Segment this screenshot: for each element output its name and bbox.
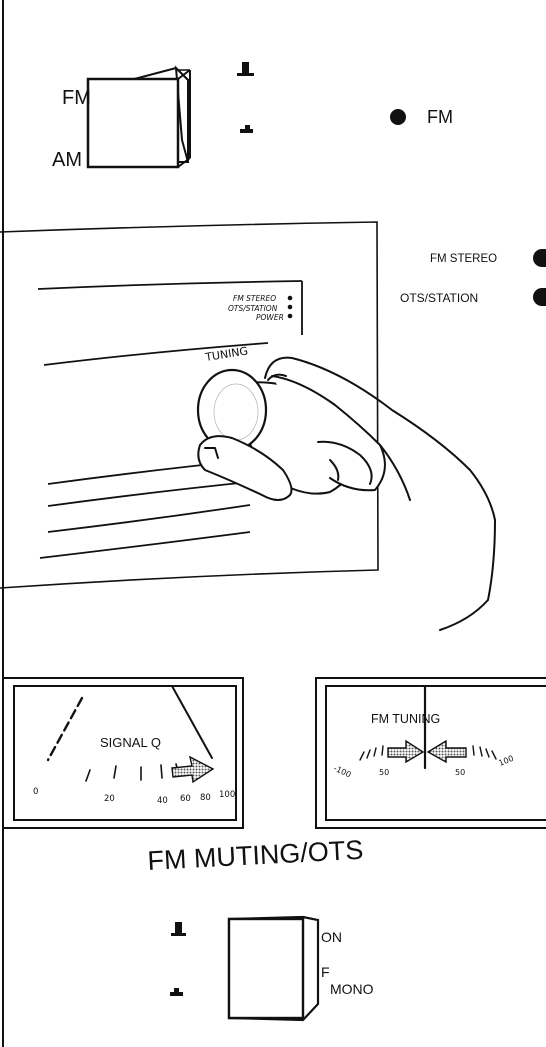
muting-switch-pos-down-icon <box>170 988 183 996</box>
tuner-panel-outline <box>0 221 379 589</box>
signal-meter-frame <box>2 677 244 829</box>
muting-mono-label: MONO <box>330 981 374 997</box>
display-power-lamp <box>287 313 293 319</box>
fm-indicator-lamp <box>390 109 406 125</box>
fm-indicator-label: FM <box>427 107 453 127</box>
band-am-label: AM <box>52 149 82 171</box>
display-power-label: POWER <box>256 313 284 322</box>
signal-tick-20: 20 <box>104 794 115 804</box>
muting-on-label: ON <box>321 929 342 945</box>
side-indicators: FM STEREO OTS/STATION <box>400 249 546 306</box>
display-window <box>37 280 303 366</box>
signal-tick-40: 40 <box>157 796 168 806</box>
muting-switch-pos-up-icon <box>171 922 186 936</box>
display-stereo-lamp <box>287 295 293 301</box>
tuning-tick-50-left: 50 <box>379 768 389 777</box>
tuning-meter-title: FM TUNING <box>371 712 440 726</box>
display-stereo-label: FM STEREO <box>233 294 276 303</box>
tuning-tick-100: 100 <box>497 754 515 768</box>
signal-tick-80: 80 <box>200 793 211 803</box>
signal-tick-60: 60 <box>180 794 191 804</box>
hand-illustration <box>197 356 496 631</box>
signal-meter-title: SIGNAL Q <box>100 735 161 750</box>
tuning-meter-right-arrow <box>426 739 467 764</box>
band-selector-switch[interactable] <box>86 65 191 169</box>
muting-off-label: F <box>321 964 330 980</box>
side-station-lamp <box>533 288 546 306</box>
side-stereo-label: FM STEREO <box>430 253 497 265</box>
signal-meter-scale <box>46 685 213 782</box>
muting-switch-title: FM MUTING/OTS <box>147 835 364 876</box>
side-stereo-lamp <box>533 249 546 267</box>
tuning-tick-neg100: -100 <box>332 764 352 780</box>
signal-meter-ticks: 0 20 40 60 80 100 <box>33 787 235 806</box>
display-station-lamp <box>287 304 293 310</box>
tuning-meter-ticks: -100 50 50 100 <box>332 754 515 780</box>
switch-up-position-icon <box>237 62 254 76</box>
signal-tick-100: 100 <box>219 790 235 800</box>
side-station-label: OTS/STATION <box>400 291 478 305</box>
band-fm-label: FM <box>62 87 91 109</box>
switch-down-position-icon <box>240 125 253 133</box>
tuning-meter-scale <box>359 684 497 770</box>
tuning-meter-left-arrow <box>387 739 425 764</box>
muting-switch[interactable] <box>227 915 320 1022</box>
signal-meter-arrow <box>171 755 215 784</box>
display-station-label: OTS/STATION <box>228 304 278 313</box>
tuning-meter-frame <box>315 677 546 829</box>
tuning-tick-50-right: 50 <box>455 768 465 777</box>
signal-tick-0: 0 <box>33 787 38 797</box>
